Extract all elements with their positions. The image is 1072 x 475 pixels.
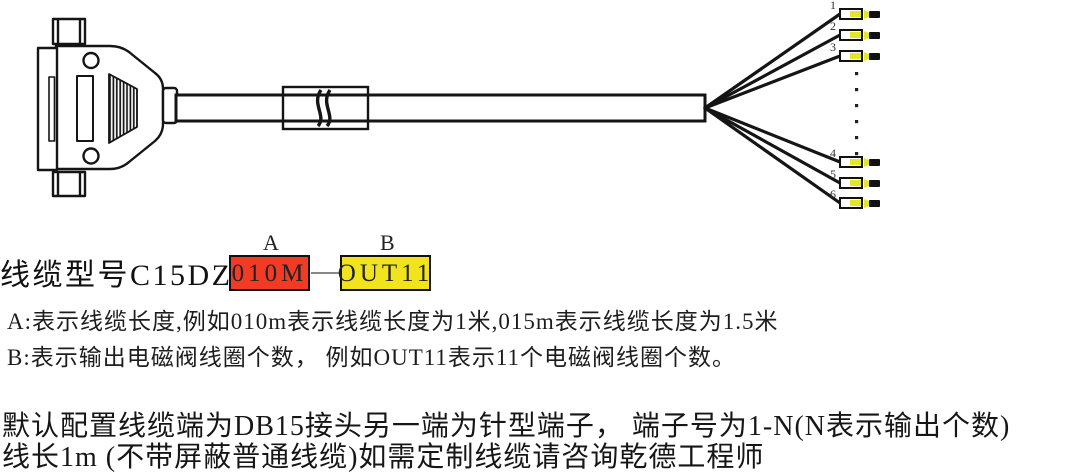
- terminal-pin: [869, 32, 880, 39]
- terminal-contact: [850, 200, 861, 206]
- cable-diagram: [36, 12, 859, 205]
- terminal-contact: [850, 11, 861, 17]
- wire-6: [703, 106, 842, 205]
- field-link-line: [311, 272, 340, 274]
- cable-sleeve: [281, 85, 370, 131]
- terminal-number: 2: [830, 19, 836, 33]
- terminal-3: 3: [830, 41, 881, 64]
- wire-5: [703, 106, 842, 185]
- field-b-label: B: [380, 230, 395, 255]
- terminal-contact: [850, 180, 861, 186]
- note-a: A:表示线缆长度,例如010m表示线缆长度为1米,015m表示线缆长度为1.5米: [7, 309, 779, 334]
- db15-connector-drawing: [36, 17, 179, 198]
- terminal-6: 6: [830, 188, 881, 211]
- field-a-value-box: 010M: [229, 255, 310, 291]
- terminal-pin: [869, 11, 880, 18]
- terminal-number: 4: [830, 146, 836, 160]
- screw-hole-top: [82, 51, 100, 70]
- terminal-housing: [839, 29, 863, 41]
- footer-line-1: 默认配置线缆端为DB15接头另一端为针型端子， 端子号为1-N(N表示输出个数): [2, 411, 1011, 442]
- terminal-ellipsis-dots: [855, 72, 859, 156]
- terminal-number: 3: [830, 40, 836, 54]
- terminal-tip: [864, 158, 869, 167]
- field-a-label: A: [263, 230, 279, 255]
- terminal-pin: [869, 159, 880, 166]
- wire-4: [703, 106, 842, 164]
- connector-slot: [76, 75, 94, 142]
- terminal-2: 2: [830, 20, 881, 43]
- dsub-pin-field: [108, 73, 138, 144]
- cable-break-mark: [281, 85, 370, 131]
- field-b-value-box: OUT11: [338, 255, 431, 291]
- terminal-housing: [839, 177, 863, 189]
- terminal-number: 1: [830, 0, 836, 12]
- cable-body: [174, 93, 707, 123]
- terminal-number: 5: [830, 167, 836, 181]
- wire-1: [703, 12, 842, 110]
- terminal-pin: [869, 180, 880, 187]
- terminal-pin: [869, 53, 880, 60]
- terminal-5: 5: [830, 168, 881, 191]
- terminal-tip: [864, 199, 869, 208]
- terminal-contact: [850, 159, 861, 165]
- fanout-wires: [703, 12, 842, 205]
- terminal-1: 1: [830, 0, 881, 22]
- terminal-tip: [864, 31, 869, 40]
- terminal-4: 4: [830, 147, 881, 170]
- terminal-housing: [839, 156, 863, 168]
- terminal-housing: [839, 197, 863, 209]
- terminal-contact: [850, 32, 861, 38]
- wire-2: [703, 33, 842, 110]
- wire-3: [703, 54, 842, 110]
- terminal-housing: [839, 50, 863, 62]
- terminal-pin: [869, 200, 880, 207]
- terminal-tip: [864, 52, 869, 61]
- note-b: B:表示输出电磁阀线圈个数， 例如OUT11表示11个电磁阀线圈个数。: [7, 345, 737, 370]
- terminal-contact: [850, 53, 861, 59]
- terminal-number: 6: [830, 187, 836, 201]
- terminal-tip: [864, 10, 869, 19]
- terminal-housing: [839, 8, 863, 20]
- model-number-prefix: 线缆型号C15DZ-: [0, 259, 245, 292]
- terminal-tip: [864, 179, 869, 188]
- screw-hole-bottom: [82, 147, 100, 165]
- footer-line-2: 线长1m (不带屏蔽普通线缆)如需定制线缆请咨询乾德工程师: [2, 442, 765, 473]
